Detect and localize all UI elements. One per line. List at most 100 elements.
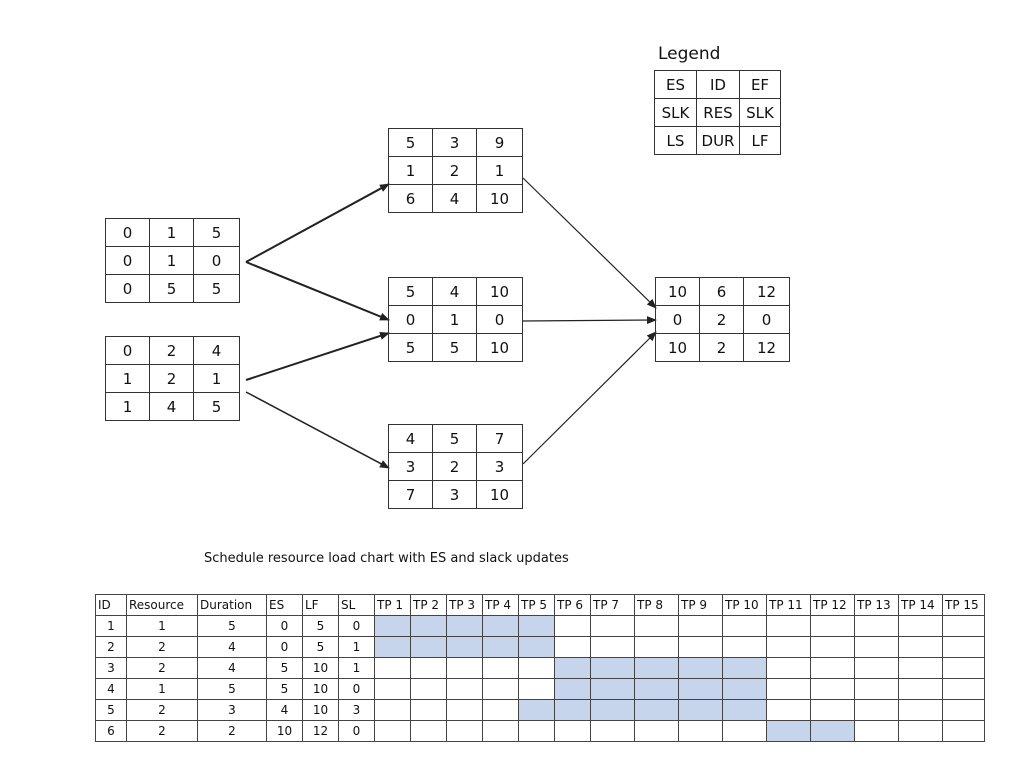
column-header: ID: [95, 594, 127, 616]
table-cell: 3: [197, 699, 267, 721]
period-header: TP 8: [634, 594, 679, 616]
period-header: TP 13: [854, 594, 899, 616]
period-cell: [590, 720, 635, 742]
node-cell: 0: [655, 305, 700, 334]
node-cell: 5: [193, 218, 240, 247]
table-cell: 0: [266, 636, 303, 658]
node-cell: 2: [432, 452, 477, 481]
period-cell: [678, 657, 723, 679]
table-cell: 5: [197, 678, 267, 700]
table-cell: 2: [197, 720, 267, 742]
node-cell: 1: [476, 156, 523, 185]
period-cell: [446, 699, 483, 721]
table-cell: 3: [95, 657, 127, 679]
legend-row: ES ID EF: [654, 70, 781, 99]
legend-cell: ES: [654, 70, 697, 99]
legend-cell: SLK: [654, 98, 697, 127]
period-cell: [854, 636, 899, 658]
period-cell: [518, 615, 555, 637]
period-cell: [854, 657, 899, 679]
node-cell: 10: [655, 333, 700, 362]
node-cell: 10: [476, 480, 523, 509]
period-cell: [722, 615, 767, 637]
table-cell: 5: [266, 678, 303, 700]
node-cell: 3: [432, 128, 477, 157]
column-header: Duration: [197, 594, 267, 616]
period-cell: [482, 657, 519, 679]
period-cell: [410, 636, 447, 658]
edge-4-6: [522, 316, 657, 325]
period-cell: [942, 657, 985, 679]
node-cell: 0: [105, 218, 150, 247]
period-cell: [482, 615, 519, 637]
legend-cell: DUR: [696, 126, 740, 155]
table-cell: 5: [266, 657, 303, 679]
node-cell: 4: [193, 336, 240, 365]
column-header: ES: [266, 594, 303, 616]
period-cell: [722, 678, 767, 700]
node-cell: 0: [743, 305, 790, 334]
node-cell: 3: [432, 480, 477, 509]
period-cell: [854, 678, 899, 700]
node-cell: 1: [105, 364, 150, 393]
period-cell: [634, 657, 679, 679]
period-cell: [678, 636, 723, 658]
node-cell: 10: [476, 184, 523, 213]
period-cell: [810, 657, 855, 679]
node-cell: 7: [388, 480, 433, 509]
period-cell: [374, 699, 411, 721]
period-cell: [590, 615, 635, 637]
period-cell: [410, 678, 447, 700]
period-cell: [810, 720, 855, 742]
node-cell: 2: [432, 156, 477, 185]
node-cell: 2: [699, 333, 744, 362]
column-header: Resource: [126, 594, 198, 616]
period-cell: [898, 657, 943, 679]
period-cell: [810, 699, 855, 721]
node-cell: 1: [105, 392, 150, 421]
period-cell: [446, 615, 483, 637]
period-cell: [410, 657, 447, 679]
period-header: TP 11: [766, 594, 811, 616]
node-cell: 7: [476, 424, 523, 453]
period-cell: [766, 699, 811, 721]
period-cell: [590, 699, 635, 721]
period-cell: [446, 636, 483, 658]
node-cell: 10: [476, 333, 523, 362]
period-cell: [942, 678, 985, 700]
node-cell: 1: [193, 364, 240, 393]
node-cell: 5: [193, 274, 240, 303]
period-header: TP 4: [482, 594, 519, 616]
period-cell: [898, 678, 943, 700]
period-cell: [854, 720, 899, 742]
period-cell: [942, 636, 985, 658]
period-cell: [942, 699, 985, 721]
legend-cell: ID: [696, 70, 740, 99]
period-cell: [590, 636, 635, 658]
table-cell: 4: [266, 699, 303, 721]
node-cell: 1: [149, 246, 194, 275]
period-cell: [722, 699, 767, 721]
table-cell: 10: [302, 657, 339, 679]
period-cell: [518, 720, 555, 742]
period-header: TP 5: [518, 594, 555, 616]
node-cell: 5: [193, 392, 240, 421]
period-cell: [374, 678, 411, 700]
table-cell: 10: [266, 720, 303, 742]
column-header: SL: [338, 594, 375, 616]
legend-cell: LF: [739, 126, 781, 155]
period-cell: [410, 699, 447, 721]
period-cell: [446, 678, 483, 700]
node-cell: 1: [432, 305, 477, 334]
